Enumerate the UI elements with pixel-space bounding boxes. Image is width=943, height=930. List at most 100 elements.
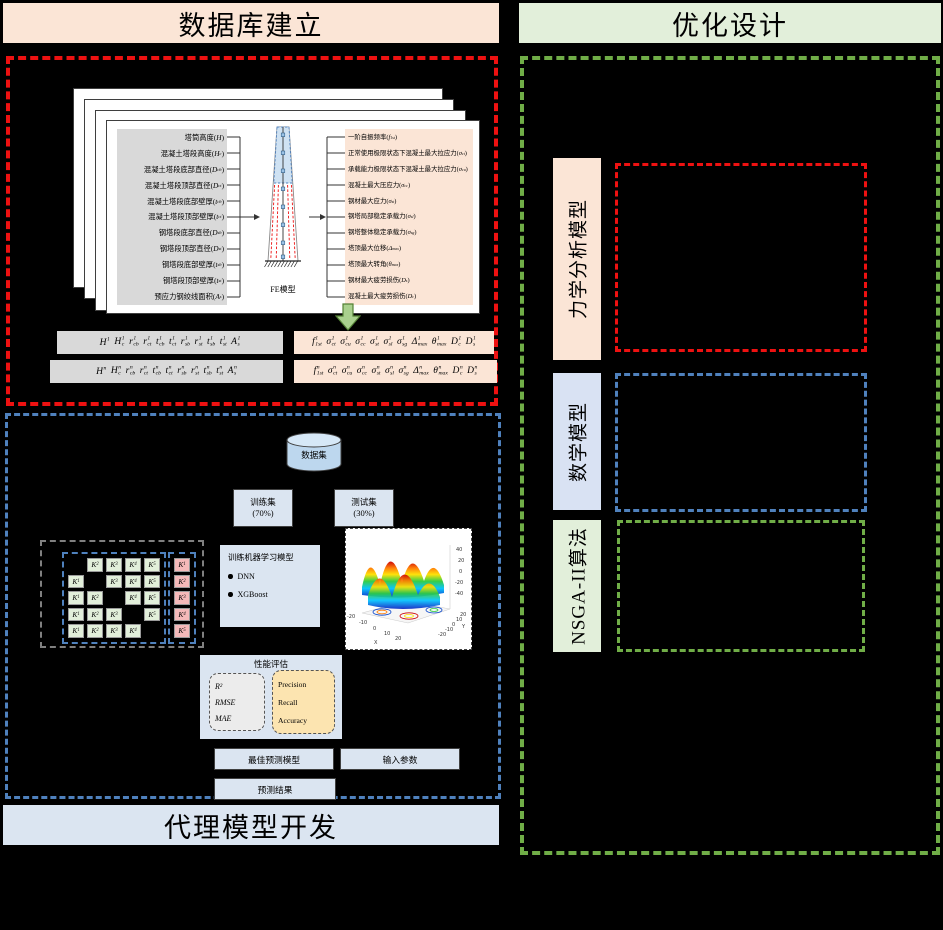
- math-model-box: [615, 373, 867, 512]
- regression-metric: R²: [215, 681, 223, 691]
- mechanical-model-box: [615, 163, 867, 352]
- input-params-box: 输入参数: [340, 748, 460, 770]
- best-model-label: 最佳预测模型: [247, 754, 301, 765]
- fe-model-label: FE模型: [270, 285, 296, 294]
- z-tick: 20: [458, 558, 465, 564]
- test-set-percent: (30%): [353, 508, 375, 518]
- regression-metrics-box: R² RMSE MAE: [209, 673, 265, 731]
- surrogate-section-title: 代理模型开发: [164, 812, 338, 843]
- z-tick: -20: [455, 580, 464, 586]
- optimization-section-header: 优化设计: [517, 1, 943, 45]
- y-tick: 10: [456, 617, 463, 623]
- surface-front-ridge: [368, 574, 440, 609]
- z-tick: -40: [455, 591, 464, 597]
- kfold-empty-cell: [144, 624, 160, 638]
- test-set-box: 测试集 (30%): [334, 489, 394, 527]
- ml-model-item: DNN: [228, 572, 312, 581]
- prediction-result-label: 预测结果: [257, 784, 293, 795]
- classification-metric: Precision: [278, 679, 307, 689]
- database-dashed-frame: [6, 56, 498, 406]
- tower-figure: FE模型: [259, 125, 307, 309]
- y-axis-label: Y: [462, 624, 466, 630]
- input-parameter: 塔筒高度(H): [184, 133, 224, 142]
- fe-tower-icon: [264, 126, 301, 268]
- test-set-label: 测试集: [351, 497, 377, 507]
- prediction-result-box: 预测结果: [214, 778, 336, 800]
- mechanical-model-label: 力学分析模型: [553, 158, 601, 360]
- contour-projection: [372, 606, 443, 620]
- y-tick: 0: [452, 622, 456, 628]
- flow-down-arrow-icon: [335, 303, 361, 331]
- y-tick: -10: [445, 627, 454, 633]
- evaluation-title: 性能评估: [253, 659, 288, 669]
- nsga-label: NSGA-II算法: [553, 520, 601, 652]
- x-tick: 20: [395, 636, 402, 642]
- z-tick: 40: [456, 547, 463, 553]
- x-tick: -20: [347, 614, 356, 620]
- x-tick: 0: [373, 626, 377, 632]
- train-model-title: 训练机器学习模型: [228, 553, 294, 562]
- training-set-box: 训练集 (70%): [233, 489, 293, 527]
- regression-metric: RMSE: [215, 697, 236, 707]
- regression-metric: MAE: [215, 713, 232, 723]
- training-set-label: 训练集: [250, 497, 276, 507]
- arrow-right-icon: [254, 214, 260, 220]
- arrow-right-icon: [320, 214, 326, 220]
- x-tick: -10: [359, 620, 368, 626]
- dataset-label: 数据集: [301, 450, 327, 460]
- optimization-section-title: 优化设计: [672, 10, 788, 41]
- y-tick: 20: [460, 612, 467, 618]
- kfold-empty-cell: [87, 575, 103, 589]
- kfold-empty-cell: [106, 591, 122, 605]
- database-section-title: 数据库建立: [178, 10, 324, 41]
- database-icon: [286, 432, 342, 472]
- input-params-label: 输入参数: [382, 754, 418, 765]
